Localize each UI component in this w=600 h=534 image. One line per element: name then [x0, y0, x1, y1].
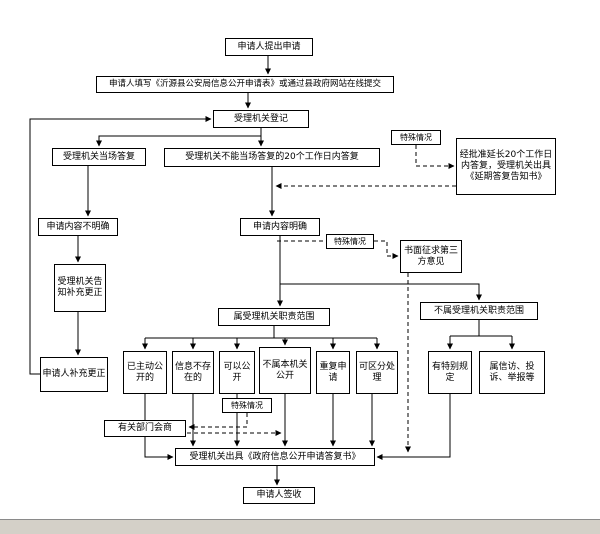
window-bottom-chrome	[0, 519, 600, 534]
node-reply-document: 受理机关出具《政府信息公开申请答复书》	[175, 448, 375, 466]
node-already-public: 已主动公开的	[123, 351, 167, 394]
node-within-scope: 属受理机关职责范围	[218, 308, 330, 326]
node-special-case-bottom: 特殊情况	[222, 398, 272, 413]
node-not-this-agency: 不属本机关公开	[259, 347, 311, 394]
node-can-disclose: 可以公开	[219, 351, 255, 394]
node-onspot-reply: 受理机关当场答复	[52, 148, 146, 166]
node-special-case-mid: 特殊情况	[326, 234, 374, 249]
node-special-case-top: 特殊情况	[391, 130, 441, 145]
node-dept-consultation: 有关部门会商	[104, 420, 186, 437]
node-repeat-application: 重复申请	[316, 351, 350, 394]
node-petition-complaint: 属信访、投诉、举报等	[479, 351, 545, 394]
node-info-not-exist: 信息不存在的	[172, 351, 214, 394]
node-20day-reply: 受理机关不能当场答复的20个工作日内答复	[164, 148, 380, 167]
node-third-party-opinion: 书面征求第三方意见	[400, 240, 462, 273]
node-extension-notice: 经批准延长20个工作日内答复，受理机关出具《延期答复告知书》	[456, 138, 556, 195]
node-applicant-submit: 申请人提出申请	[225, 38, 313, 56]
node-special-provisions: 有特别规定	[428, 351, 472, 394]
node-fill-form: 申请人填写《沂源县公安局信息公开申请表》或通过县政府网站在线提交	[96, 76, 394, 93]
node-applicant-supplement: 申请人补充更正	[40, 357, 108, 392]
node-register: 受理机关登记	[213, 110, 309, 128]
node-content-clear: 申请内容明确	[240, 218, 320, 236]
node-applicant-sign: 申请人签收	[243, 487, 315, 504]
node-notify-supplement: 受理机关告知补充更正	[54, 264, 106, 312]
node-outside-scope: 不属受理机关职责范围	[420, 302, 538, 320]
node-separable-handling: 可区分处理	[356, 351, 398, 394]
node-content-unclear: 申请内容不明确	[38, 218, 118, 236]
